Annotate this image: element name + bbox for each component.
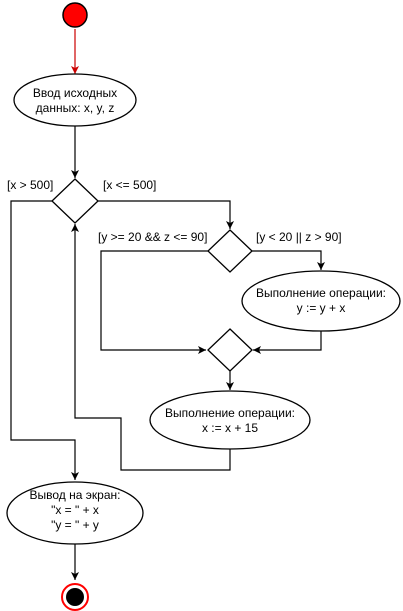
condition-decision-node — [207, 229, 253, 273]
condition-false-guard: [y < 20 || z > 90] — [256, 230, 342, 244]
condition-true-edge — [100, 250, 208, 354]
condition-true-guard: [y >= 20 && z <= 90] — [98, 230, 207, 244]
start-node — [62, 2, 88, 28]
input-action-node — [13, 73, 137, 127]
loop-decision-node — [51, 178, 99, 224]
loop-exit-edge — [10, 200, 79, 480]
x-operation-node — [149, 390, 311, 450]
output-action-line3: "y = " + y — [51, 518, 99, 532]
x-operation-line1: Выполнение операции: — [165, 406, 295, 420]
y-operation-line1: Выполнение операции: — [256, 286, 386, 300]
x-operation-line2: x := x + 15 — [202, 421, 258, 435]
loop-back-edge — [71, 224, 231, 471]
condition-false-edge — [252, 250, 325, 270]
input-action-line2: данных: x, y, z — [36, 101, 115, 115]
loop-continue-guard: [x <= 500] — [103, 178, 156, 192]
merge-node — [207, 328, 253, 372]
end-node-core — [66, 588, 84, 606]
output-action-line2: "x = " + x — [51, 503, 99, 517]
output-action-line1: Вывод на экран: — [30, 488, 121, 502]
loop-continue-edge — [98, 200, 234, 229]
y-operation-to-merge-edge — [253, 331, 322, 354]
input-action-line1: Ввод исходных — [33, 86, 117, 100]
y-operation-line2: y := y + x — [297, 301, 346, 315]
loop-exit-guard: [x > 500] — [7, 178, 53, 192]
